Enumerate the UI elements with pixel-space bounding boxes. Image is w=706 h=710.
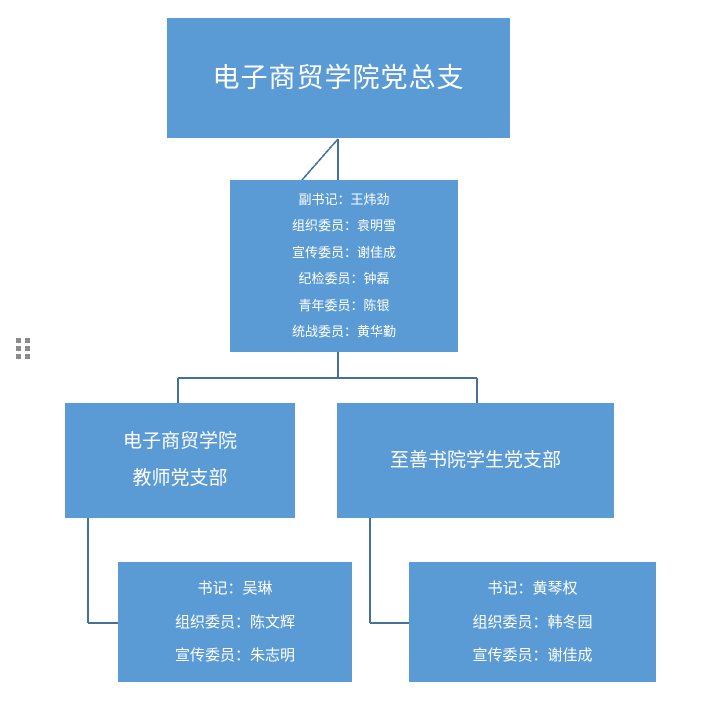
- drag-handle-icon[interactable]: [16, 338, 30, 359]
- committee-member-row: 青年委员：陈银: [298, 297, 390, 313]
- branch-teacher-title-line: 教师党支部: [132, 467, 228, 489]
- detail-teacher-row: 书记：吴琳: [197, 579, 273, 597]
- node-branch-teacher[interactable]: 电子商贸学院 教师党支部: [65, 403, 295, 518]
- drag-handle-dot: [16, 346, 21, 351]
- detail-teacher-row: 组织委员：陈文辉: [174, 613, 295, 631]
- detail-student-row: 书记：黄琴权: [487, 579, 578, 597]
- committee-member-row: 组织委员：袁明雪: [291, 218, 396, 234]
- node-detail-student[interactable]: 书记：黄琴权 组织委员：韩冬园 宣传委员：谢佳成: [409, 562, 656, 682]
- detail-student-row: 宣传委员：谢佳成: [472, 647, 593, 665]
- detail-teacher-row: 宣传委员：朱志明: [174, 647, 295, 665]
- drag-handle-dot: [16, 354, 21, 359]
- committee-member-row: 纪检委员：钟磊: [298, 271, 390, 287]
- branch-teacher-title-line: 电子商贸学院: [122, 431, 237, 453]
- drag-handle-dot: [25, 354, 30, 359]
- committee-member-row: 副书记：王炜劲: [298, 191, 390, 207]
- node-root-party-branch[interactable]: 电子商贸学院党总支: [167, 18, 510, 138]
- drag-handle-dot: [25, 338, 30, 343]
- detail-student-row: 组织委员：韩冬园: [472, 613, 593, 631]
- committee-member-row: 宣传委员：谢佳成: [291, 244, 396, 260]
- node-branch-student[interactable]: 至善书院学生党支部: [337, 403, 614, 518]
- node-root-title: 电子商贸学院党总支: [212, 62, 465, 93]
- drag-handle-dot: [25, 346, 30, 351]
- node-detail-teacher[interactable]: 书记：吴琳 组织委员：陈文辉 宣传委员：朱志明: [118, 562, 352, 682]
- branch-student-title-line: 至善书院学生党支部: [389, 450, 561, 471]
- connector-root-to-committee-diagonal: [301, 138, 339, 181]
- committee-member-row: 统战委员：黄华勤: [291, 324, 396, 340]
- drag-handle-dot: [16, 338, 21, 343]
- node-committee-members[interactable]: 副书记：王炜劲 组织委员：袁明雪 宣传委员：谢佳成 纪检委员：钟磊 青年委员：陈…: [230, 180, 458, 352]
